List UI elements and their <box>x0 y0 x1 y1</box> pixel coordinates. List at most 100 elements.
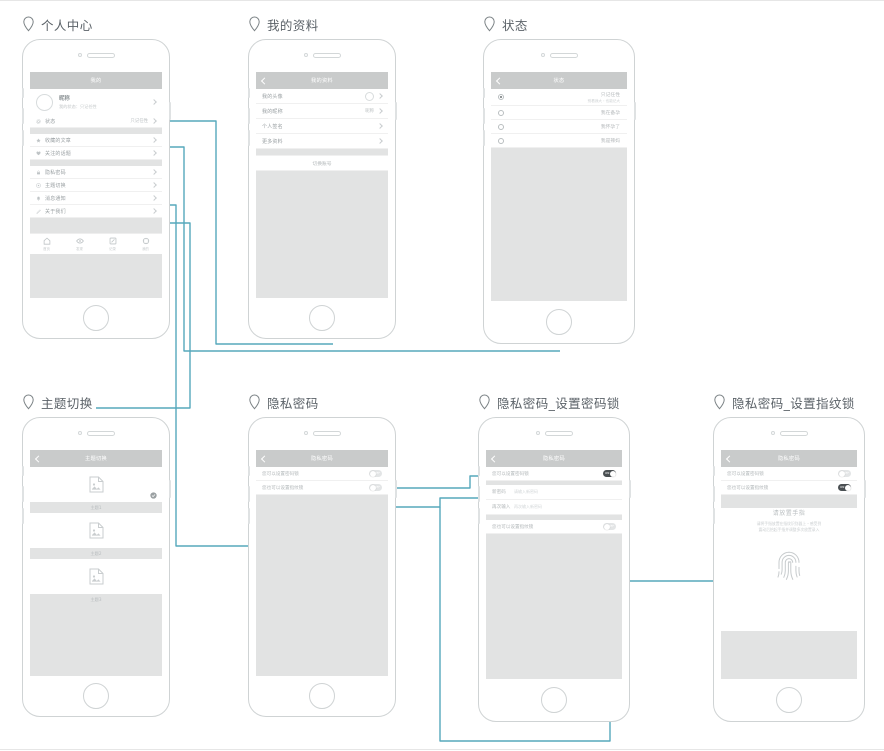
home-button[interactable] <box>309 683 335 709</box>
volume-down-button[interactable] <box>712 508 715 524</box>
toggle-fingerprint-lock[interactable]: ON <box>838 484 851 491</box>
volume-up-button[interactable] <box>21 486 24 502</box>
radio-option[interactable]: 我怀孕了 <box>491 120 627 134</box>
volume-down-button[interactable] <box>482 130 485 146</box>
toggle-fingerprint-lock[interactable]: OFF <box>603 523 616 530</box>
volume-down-button[interactable] <box>247 508 250 524</box>
switch-account-button[interactable]: 切换账号 <box>256 155 388 171</box>
list-item-about-us[interactable]: 关于我们 <box>30 205 162 218</box>
section-divider <box>30 160 162 166</box>
power-button[interactable] <box>628 480 631 498</box>
section-divider <box>30 128 162 134</box>
home-button[interactable] <box>83 683 109 709</box>
volume-down-button[interactable] <box>21 508 24 524</box>
navbar: 主题切换 <box>30 450 162 467</box>
power-button[interactable] <box>633 102 636 120</box>
tab-label: 我的 <box>142 247 149 251</box>
power-button[interactable] <box>863 480 866 498</box>
volume-down-button[interactable] <box>21 130 24 146</box>
radio-button[interactable] <box>498 94 504 100</box>
phone-frame: 我的资料 我的头像 我的昵称 昵称 个人签名 更多资料 <box>247 39 397 339</box>
phone-frame: 状态 只记任性 别看我大・也能记大 我在备孕 我怀孕了 <box>482 39 636 344</box>
radio-option[interactable]: 我是辣妈 <box>491 134 627 148</box>
switch-row-fingerprint-lock[interactable]: 您也可以设置指纹锁 OFF <box>486 520 622 534</box>
volume-down-button[interactable] <box>477 508 480 524</box>
power-button[interactable] <box>168 480 171 498</box>
speaker-icon <box>779 430 808 436</box>
toggle-password-lock[interactable]: OFF <box>838 470 851 477</box>
mute-button[interactable] <box>21 88 24 98</box>
switch-row-password-lock[interactable]: 您可以设置密码锁 OFF <box>256 467 388 481</box>
mute-button[interactable] <box>477 466 480 476</box>
volume-down-button[interactable] <box>247 130 250 146</box>
list-item-label: 我的昵称 <box>262 108 283 115</box>
power-button[interactable] <box>394 480 397 498</box>
fingerprint-desc-line2: 震动后抬起手指并调整多次放置录入 <box>758 527 820 532</box>
tab-home[interactable]: 首页 <box>30 237 63 251</box>
list-item-favorites[interactable]: 收藏的文章 <box>30 134 162 147</box>
field-confirm-password[interactable]: 再次输入 再次输入新密码 <box>486 500 622 515</box>
toggle-password-lock[interactable]: ON <box>603 470 616 477</box>
list-item-avatar[interactable]: 我的头像 <box>256 89 388 104</box>
group-title: 个人中心 <box>22 15 170 33</box>
radio-option[interactable]: 只记任性 别看我大・也能记大 <box>491 89 627 106</box>
mute-button[interactable] <box>21 466 24 476</box>
switch-row-fingerprint-lock[interactable]: 您也可以设置指纹锁 ON <box>721 481 857 495</box>
list-item-signature[interactable]: 个人签名 <box>256 119 388 134</box>
list-item-status[interactable]: 状态 只记任性 <box>30 115 162 128</box>
radio-option[interactable]: 我在备孕 <box>491 106 627 120</box>
field-new-password[interactable]: 新密码 请输入新密码 <box>486 485 622 500</box>
group-privacy-password-set-pin: 隐私密码_设置密码锁 隐私密码 您可以设置密码锁 ON <box>477 393 631 722</box>
toggle-password-lock[interactable]: OFF <box>369 470 382 477</box>
radio-button[interactable] <box>498 137 504 144</box>
avatar[interactable] <box>36 93 53 111</box>
volume-up-button[interactable] <box>21 108 24 124</box>
group-title: 隐私密码 <box>248 393 396 411</box>
mute-button[interactable] <box>247 88 250 98</box>
group-status: 状态 状态 只记任性 别看我大・也能记大 <box>482 15 636 344</box>
tab-profile[interactable]: 我的 <box>129 237 162 251</box>
theme-card[interactable] <box>30 513 162 548</box>
volume-up-button[interactable] <box>247 486 250 502</box>
power-button[interactable] <box>168 102 171 120</box>
home-button[interactable] <box>309 305 335 331</box>
list-item-topics[interactable]: 关注的话题 <box>30 147 162 160</box>
camera-icon <box>770 431 775 435</box>
tab-record[interactable]: 记录 <box>96 237 129 251</box>
list-item-nickname[interactable]: 我的昵称 昵称 <box>256 104 388 119</box>
list-item-theme-switch[interactable]: 主题切换 <box>30 179 162 192</box>
volume-up-button[interactable] <box>482 108 485 124</box>
radio-button[interactable] <box>498 123 504 130</box>
list-item-notifications[interactable]: 消息通知 <box>30 192 162 205</box>
volume-up-button[interactable] <box>712 486 715 502</box>
mute-button[interactable] <box>247 466 250 476</box>
navbar: 隐私密码 <box>721 450 857 467</box>
power-button[interactable] <box>394 102 397 120</box>
home-button[interactable] <box>83 305 109 331</box>
tab-discover[interactable]: 发现 <box>63 237 96 251</box>
mute-button[interactable] <box>482 88 485 98</box>
volume-up-button[interactable] <box>247 108 250 124</box>
theme-card[interactable] <box>30 559 162 594</box>
phone-earpiece <box>249 40 395 70</box>
theme-card[interactable] <box>30 467 162 502</box>
list-item-label: 更多资料 <box>262 138 283 145</box>
home-button[interactable] <box>776 687 802 713</box>
fingerprint-icon <box>777 551 801 580</box>
switch-row-fingerprint-lock[interactable]: 您也可以设置指纹锁 OFF <box>256 481 388 495</box>
group-label: 隐私密码_设置密码锁 <box>497 395 620 411</box>
account-row[interactable]: 昵称 我的状态：只记任性 <box>30 89 162 115</box>
toggle-knob <box>603 523 610 530</box>
list-item-more-info[interactable]: 更多资料 <box>256 134 388 149</box>
toggle-fingerprint-lock[interactable]: OFF <box>369 484 382 491</box>
list-item-privacy-password[interactable]: 隐私密码 <box>30 166 162 179</box>
home-button[interactable] <box>541 687 567 713</box>
home-button[interactable] <box>546 309 572 335</box>
volume-up-button[interactable] <box>477 486 480 502</box>
radio-button[interactable] <box>498 109 504 116</box>
mute-button[interactable] <box>712 466 715 476</box>
switch-row-password-lock[interactable]: 您可以设置密码锁 OFF <box>721 467 857 481</box>
toggle-knob <box>844 484 851 491</box>
switch-row-password-lock[interactable]: 您可以设置密码锁 ON <box>486 467 622 481</box>
list-item-label: 收藏的文章 <box>45 137 72 144</box>
